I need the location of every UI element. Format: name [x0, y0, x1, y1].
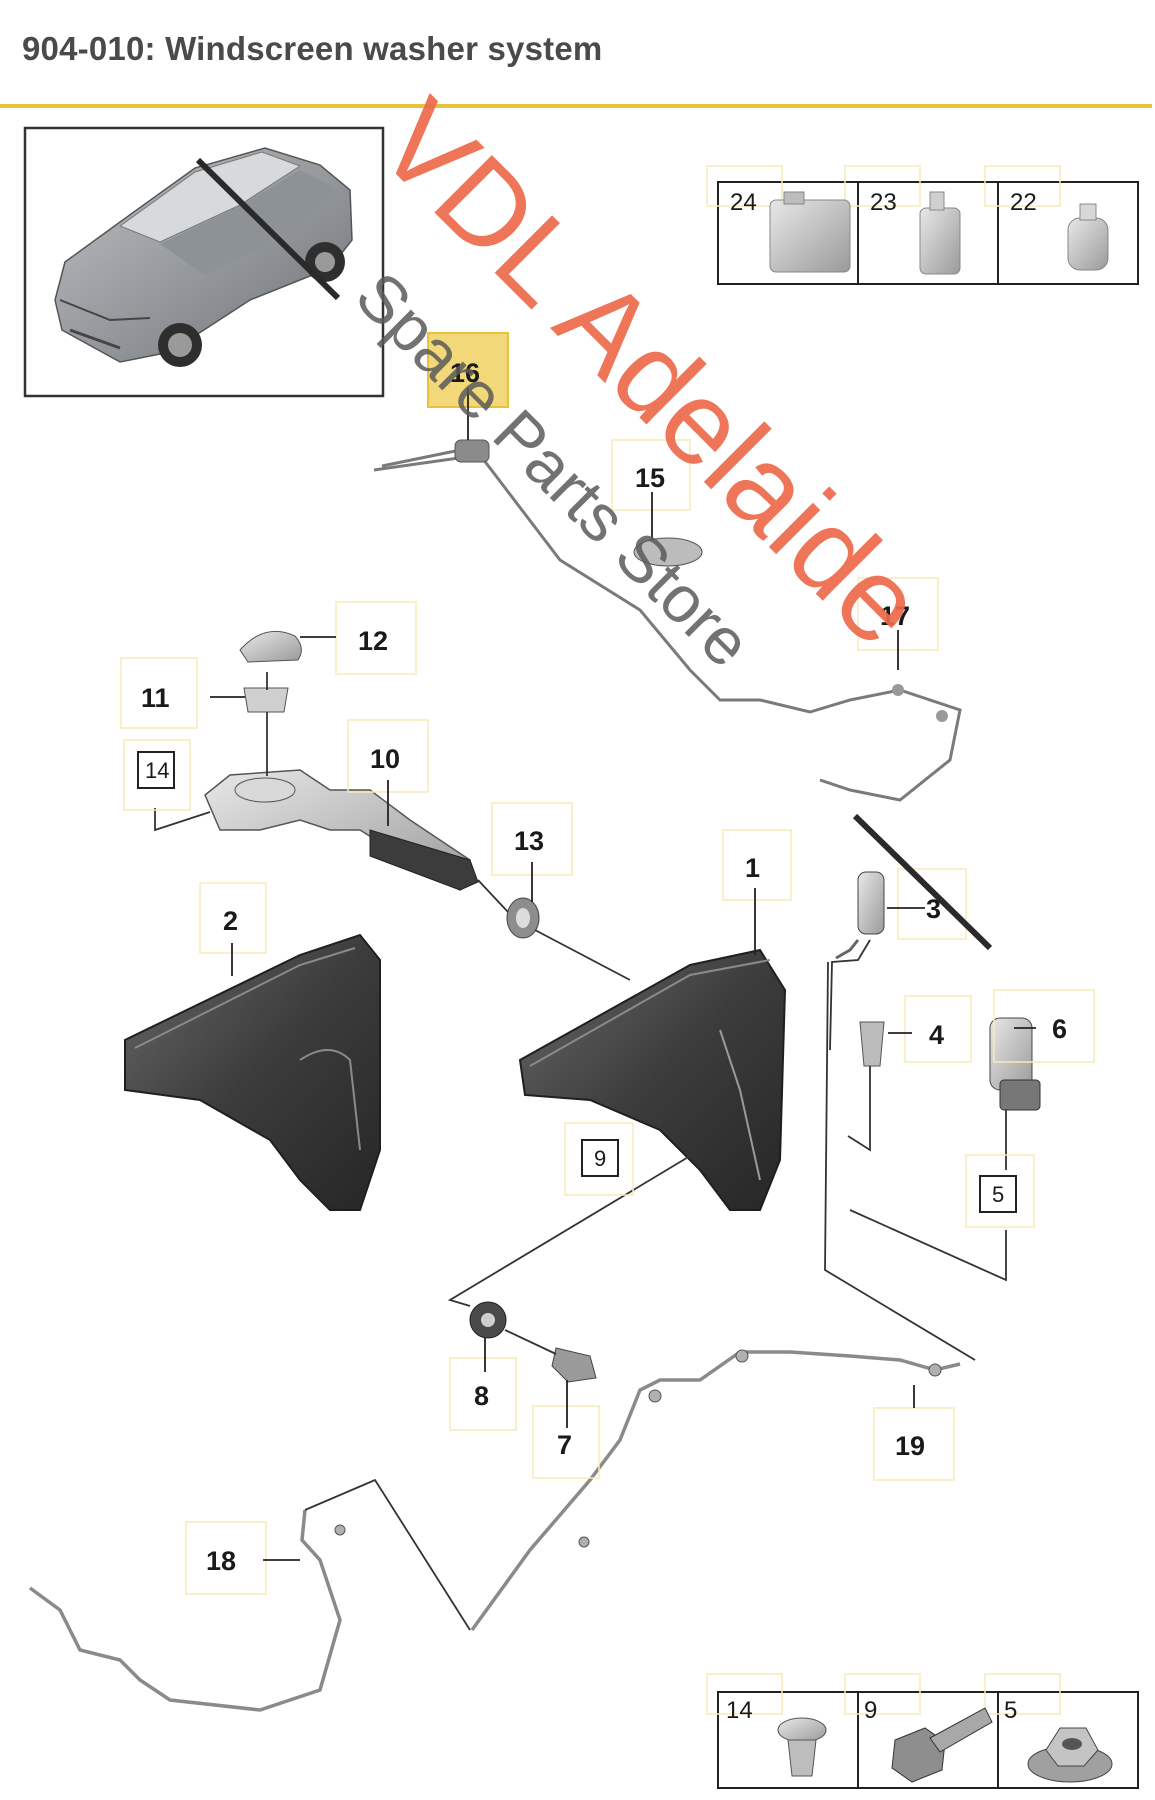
legend-top-number-22: 22 [1010, 189, 1037, 216]
callout-10[interactable]: 10 [370, 744, 400, 774]
connector-17-icon [892, 684, 948, 722]
legend-top-number-24: 24 [730, 189, 757, 216]
boxed-callout-5[interactable]: 5 [979, 1175, 1017, 1213]
legend-bottom-number-5: 5 [1004, 1697, 1017, 1724]
legend-bottom-number-9: 9 [864, 1697, 877, 1724]
nozzle-16-icon [454, 439, 490, 463]
boxed-callout-14[interactable]: 14 [137, 751, 175, 789]
callout-18[interactable]: 18 [206, 1546, 236, 1576]
callout-13[interactable]: 13 [514, 826, 544, 856]
callout-16[interactable]: 16 [450, 358, 480, 388]
cap-12-icon [239, 630, 302, 663]
clip-rivet-icon [777, 1717, 827, 1777]
callout-7[interactable]: 7 [557, 1430, 572, 1460]
page-header: 904-010: Windscreen washer system [0, 0, 1155, 108]
washer-pump-6-icon [989, 1017, 1041, 1111]
callout-15[interactable]: 15 [635, 463, 665, 493]
legend-top-table: 24 23 22 [706, 165, 1139, 285]
washer-hose-18 [28, 1350, 961, 1712]
grommet-4-icon [859, 1021, 885, 1067]
boxed-callout-5-label: 5 [992, 1182, 1004, 1207]
fluid-bottle-icon [919, 191, 961, 275]
callout-8[interactable]: 8 [474, 1381, 489, 1411]
callout-1[interactable]: 1 [745, 853, 760, 883]
assembly-lines [154, 672, 1007, 1631]
callout-frames [120, 439, 1095, 1595]
reservoir-1-illustration [518, 948, 787, 1211]
reservoir-2-illustration [124, 933, 381, 1211]
grommet-8-icon [469, 1301, 507, 1339]
fluid-canister-icon [769, 191, 851, 273]
legend-top-number-23: 23 [870, 189, 897, 216]
callout-3[interactable]: 3 [926, 894, 941, 924]
vehicle-illustration [54, 147, 353, 367]
grommet-13-icon [506, 897, 540, 939]
flange-nut-icon [1027, 1727, 1113, 1783]
seal-11-icon [243, 687, 289, 713]
header-divider [0, 104, 1152, 108]
nozzle-15-icon [633, 537, 703, 567]
callout-2[interactable]: 2 [223, 906, 238, 936]
hex-bolt-icon [891, 1707, 993, 1783]
watermark-strike-top [195, 157, 341, 301]
callout-12[interactable]: 12 [358, 626, 388, 656]
page-title: 904-010: Windscreen washer system [22, 30, 603, 67]
hose-clip-icon [334, 1349, 942, 1548]
legend-bottom-table: 14 9 5 [706, 1673, 1139, 1789]
connector-7-icon [551, 1347, 597, 1383]
callout-4[interactable]: 4 [929, 1020, 944, 1050]
boxed-callout-9-label: 9 [594, 1146, 606, 1171]
callout-6[interactable]: 6 [1052, 1014, 1067, 1044]
level-sensor-3-icon [835, 871, 885, 960]
legend-bottom-number-14: 14 [726, 1697, 753, 1724]
callout-17[interactable]: 17 [880, 601, 910, 631]
boxed-callout-9[interactable]: 9 [581, 1139, 619, 1177]
callout-leaders [210, 388, 1036, 1561]
small-bottle-icon [1067, 203, 1109, 271]
watermark-strike-bottom [852, 813, 993, 951]
callout-11[interactable]: 11 [141, 683, 170, 713]
vehicle-thumbnail [23, 126, 385, 398]
filler-neck [204, 769, 479, 892]
callout-19[interactable]: 19 [895, 1431, 925, 1461]
boxed-callout-14-label: 14 [145, 758, 169, 783]
